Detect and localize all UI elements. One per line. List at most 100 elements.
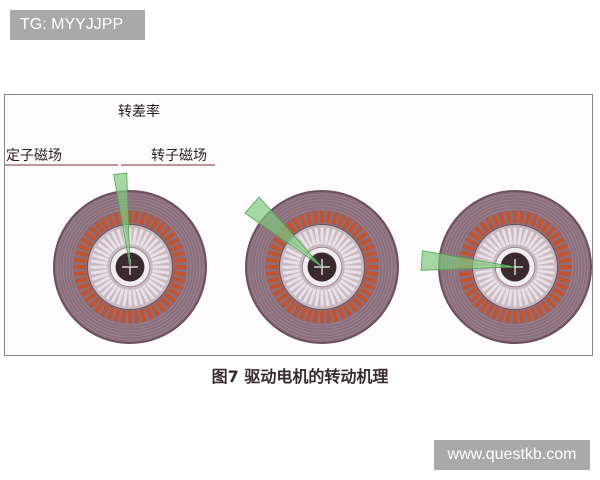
rotor-bar [142, 234, 155, 250]
rotor-bar [536, 253, 554, 262]
stator-coil [479, 300, 490, 313]
stator-coil [498, 309, 506, 322]
stator-coil [172, 250, 185, 258]
stator-coil [150, 304, 160, 317]
stator-coil [530, 306, 539, 320]
stator-coil [133, 310, 140, 324]
rotor-bar [90, 259, 108, 265]
stator-coil [540, 300, 551, 313]
stator-coil [540, 221, 551, 234]
stator-coil [150, 217, 160, 230]
rotor-bar [297, 234, 310, 250]
lamination-ring [263, 208, 381, 326]
stator-coil [139, 212, 147, 225]
stator-coil [75, 250, 88, 258]
stator-coil [276, 292, 289, 303]
stator-coil [331, 212, 339, 225]
rotor-bar [534, 276, 551, 287]
stator-coil [94, 221, 105, 234]
rotor-bar [100, 237, 115, 252]
stator-coil [325, 310, 332, 324]
rotor-bar [283, 272, 301, 281]
stator-coil [172, 276, 185, 284]
stator-coil [552, 287, 565, 297]
lamination-ring [254, 199, 390, 335]
stator-coil [558, 257, 572, 264]
motor-right [420, 190, 592, 344]
rotor-bar [314, 227, 320, 245]
rotor-bar [334, 234, 347, 250]
lamination-ring [251, 196, 393, 338]
rotor-bar [537, 269, 555, 275]
rotor-bar [524, 286, 535, 303]
rotor-bar [151, 272, 169, 281]
stator-field-label: 定子磁场 [6, 148, 62, 164]
stator-coil [73, 270, 87, 277]
slip-field-wedge [244, 196, 323, 268]
rotor-bar [151, 253, 169, 262]
stator-coil [163, 231, 176, 242]
rotor-bar [482, 279, 498, 292]
slip-field-wedge [420, 250, 516, 271]
stator-coil [145, 306, 154, 320]
rotor-bar [152, 269, 170, 275]
stator-coil [462, 282, 476, 291]
stator-coil [355, 292, 368, 303]
watermark-bottom: www.questkb.com [434, 440, 590, 470]
stator-coil [361, 282, 375, 291]
stator-coil [88, 296, 101, 309]
motor-diagram [5, 164, 592, 344]
stator-coil [535, 217, 545, 230]
stator-coil [325, 210, 332, 224]
rotor-bar [527, 284, 540, 300]
rotor-bar [139, 286, 150, 303]
stator-coil [479, 221, 490, 234]
rotor-bar [139, 231, 150, 248]
stator-coil [498, 212, 506, 225]
stator-coil [173, 270, 187, 277]
lamination-ring [65, 202, 195, 332]
stator-coil [272, 287, 285, 297]
rotor-bar [343, 253, 361, 262]
rotor-bar [282, 269, 300, 275]
slip-label: 转差率 [118, 104, 160, 120]
lamination-ring [248, 193, 396, 341]
stator-coil [469, 231, 482, 242]
stator-coil [524, 309, 532, 322]
watermark-top: TG: MYYJJPP [10, 10, 145, 40]
stator-coil [163, 292, 176, 303]
stator-coil [548, 292, 561, 303]
stator-coil [88, 225, 101, 238]
stator-coil [518, 210, 525, 224]
rotor-bar [524, 231, 535, 248]
stator-coil [94, 300, 105, 313]
stator-coil [491, 306, 500, 320]
stator-coil [485, 217, 495, 230]
lamination-ring [68, 205, 192, 329]
stator-coil [359, 287, 372, 297]
stator-coil [530, 214, 539, 228]
rotor-bar [149, 276, 166, 287]
rotor-bar [308, 288, 317, 306]
stator-coil [355, 231, 368, 242]
rotor-bar [344, 269, 362, 275]
stator-coil [169, 243, 183, 252]
rotor-bar [286, 247, 303, 258]
stator-coil [305, 212, 313, 225]
rotor-bar [520, 288, 529, 306]
stator-coil [106, 214, 115, 228]
rotor-bar [135, 288, 144, 306]
rotor-bar [530, 282, 545, 297]
stator-coil [347, 221, 358, 234]
rotor-bar [501, 228, 510, 246]
stator-coil [473, 225, 486, 238]
rotor-bar [145, 237, 160, 252]
rotor-bar [152, 259, 170, 265]
stator-coil [351, 296, 364, 309]
rotor-bar [520, 228, 529, 246]
stator-coil [269, 243, 283, 252]
stator-coil [298, 306, 307, 320]
lamination-ring [59, 196, 201, 338]
rotor-bar [501, 288, 510, 306]
rotor-bar [90, 269, 108, 275]
